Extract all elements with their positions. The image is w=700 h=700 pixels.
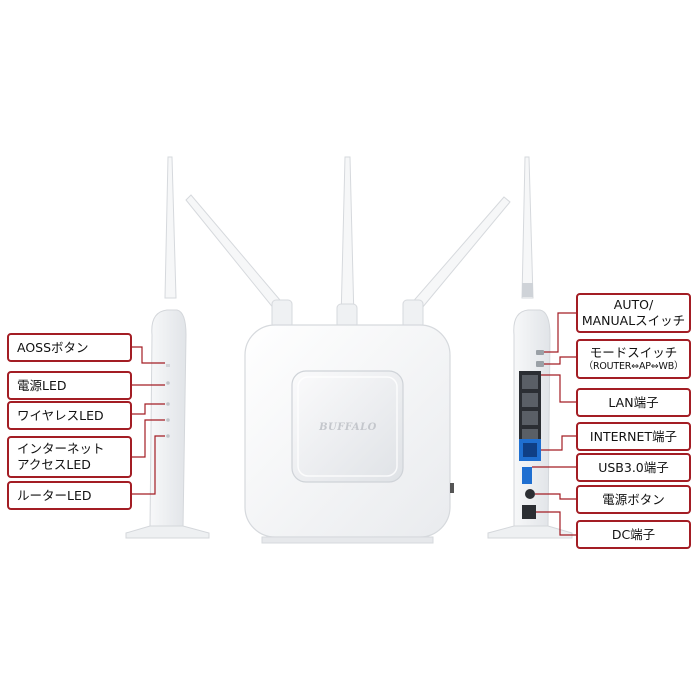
callout-auto-manual-switch: AUTO/ MANUALスイッチ (576, 293, 691, 333)
dc-port-part (522, 505, 536, 519)
callout-internet-access-led: インターネット アクセスLED (7, 436, 132, 478)
callout-wireless-led: ワイヤレスLED (7, 401, 132, 430)
leader-power-button (535, 493, 576, 500)
front-antenna-center (340, 156, 355, 321)
left-antenna (164, 156, 177, 299)
lan-port-2 (522, 393, 538, 407)
mode-switch-sublabel: （ROUTER⇔AP⇔WB） (583, 360, 684, 372)
callout-dc-port: DC端子 (576, 520, 691, 549)
leader-mode-switch (544, 356, 576, 365)
lan-port-label: LAN端子 (608, 394, 659, 410)
aoss-button-label: AOSSボタン (17, 339, 89, 355)
internet-access-led-label: インターネット アクセスLED (17, 441, 105, 472)
right-antenna (521, 156, 534, 299)
leader-dc (536, 511, 576, 536)
leader-router-led (132, 435, 165, 495)
right-stand (487, 525, 573, 539)
router-led-part (166, 434, 170, 438)
callout-usb-port: USB3.0端子 (576, 453, 691, 482)
callout-router-led: ルーターLED (7, 481, 132, 510)
power-led-part (166, 381, 170, 385)
brand-logo: BUFFALO (318, 422, 377, 433)
callout-aoss-button: AOSSボタン (7, 333, 132, 362)
leader-lines (132, 312, 576, 536)
wireless-led-part (166, 402, 170, 406)
dc-port-label: DC端子 (611, 526, 656, 542)
auto-manual-switch-label: AUTO/ MANUALスイッチ (581, 297, 686, 328)
power-button-part (525, 489, 535, 499)
mode-switch-label: モードスイッチ (589, 345, 678, 361)
front-view: BUFFALO (185, 156, 511, 544)
lan-port-1 (522, 375, 538, 389)
usb-port-label: USB3.0端子 (598, 459, 669, 475)
leader-wireless-led (132, 403, 165, 415)
internet-led-part (166, 418, 170, 422)
antenna-base-left (271, 299, 293, 329)
leader-aoss (132, 346, 165, 364)
power-led-label: 電源LED (17, 377, 67, 393)
left-side-view (125, 156, 210, 539)
leader-auto-manual (544, 312, 576, 353)
lan-port-3 (522, 411, 538, 425)
aoss-button-part (166, 364, 170, 367)
front-side-button (450, 483, 454, 493)
power-button-label: 電源ボタン (602, 491, 665, 507)
callout-mode-switch: モードスイッチ （ROUTER⇔AP⇔WB） (576, 339, 691, 379)
callout-power-led: 電源LED (7, 371, 132, 400)
auto-manual-switch-part (536, 350, 544, 355)
callout-lan-port: LAN端子 (576, 388, 691, 417)
callout-power-button: 電源ボタン (576, 485, 691, 514)
center-panel-highlight (297, 376, 398, 477)
internet-port-label: INTERNET端子 (589, 428, 678, 444)
usb-port-part (522, 467, 532, 484)
center-panel (291, 370, 404, 483)
callout-internet-port: INTERNET端子 (576, 422, 691, 451)
router-led-label: ルーターLED (17, 487, 92, 503)
leader-internet-led (132, 419, 165, 458)
antenna-base-right (402, 299, 424, 329)
left-stand (125, 525, 210, 539)
wireless-led-label: ワイヤレスLED (17, 407, 104, 423)
right-antenna-hinge (522, 283, 533, 297)
leader-lan (541, 374, 576, 403)
internet-port-hole (523, 443, 537, 457)
front-base (261, 536, 434, 544)
right-side-view (487, 156, 573, 539)
mode-switch-part (536, 361, 544, 367)
leader-internet (541, 435, 576, 451)
